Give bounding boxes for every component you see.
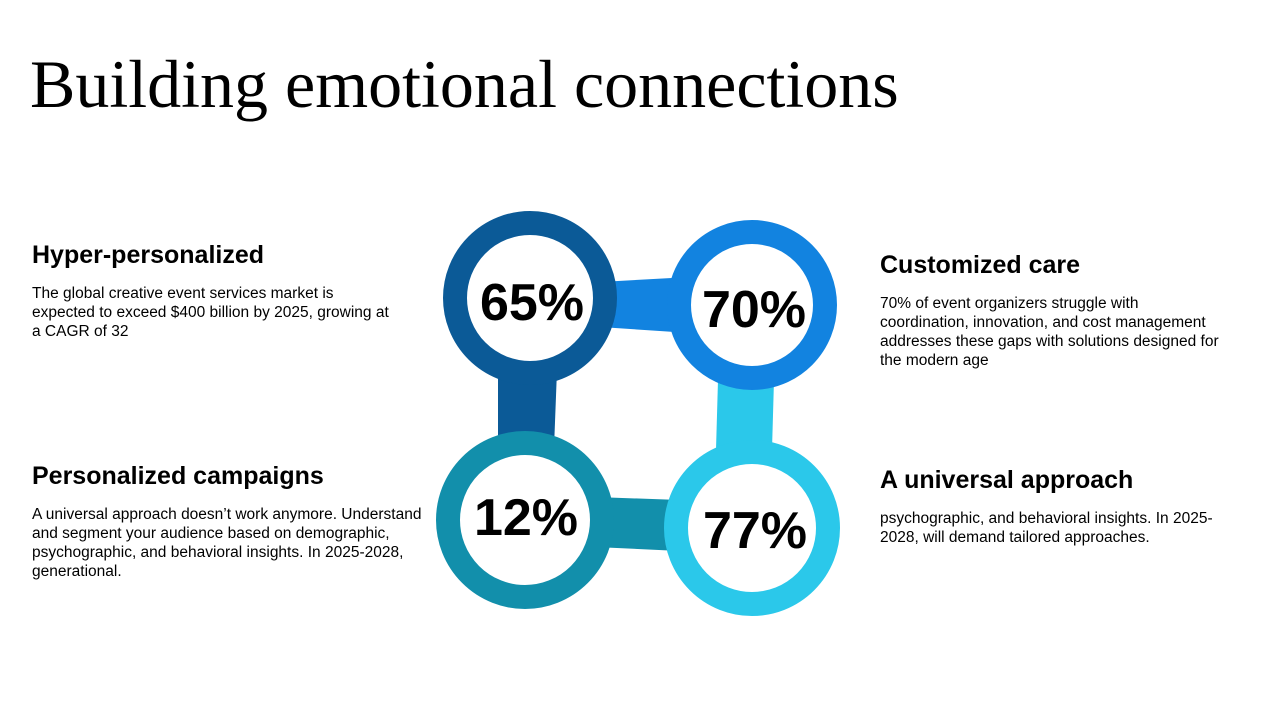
- block-personalized-campaigns: Personalized campaigns A universal appro…: [32, 461, 424, 581]
- stat-ring: [443, 211, 617, 385]
- block-heading: Customized care: [880, 251, 1081, 279]
- stat-value: 65%: [480, 274, 584, 332]
- block-text: psychographic, and behavioral insights. …: [880, 510, 1213, 546]
- stat-circle-12: 12%: [436, 431, 614, 609]
- connector-left: [498, 370, 557, 448]
- stat-circle-77: 77%: [664, 440, 840, 616]
- block-text: 70% of event organizers struggle with co…: [880, 295, 1219, 369]
- block-hyper-personalized: Hyper-personalized The global creative e…: [32, 240, 392, 341]
- block-heading: Hyper-personalized: [32, 241, 265, 269]
- connector-bottom: [595, 497, 680, 551]
- block-text: The global creative event services marke…: [32, 285, 389, 340]
- connector-top: [600, 277, 690, 333]
- connector-right: [716, 380, 774, 450]
- page-title: Building emotional connections: [30, 46, 899, 122]
- stat-value: 77%: [703, 502, 807, 560]
- block-customized-care: Customized care 70% of event organizers …: [880, 250, 1225, 370]
- block-heading: A universal approach: [880, 466, 1134, 494]
- block-heading: Personalized campaigns: [32, 462, 324, 490]
- stat-circle-70: 70%: [667, 220, 837, 390]
- stat-ring: [664, 440, 840, 616]
- stat-value: 12%: [474, 489, 578, 547]
- stat-value: 70%: [702, 281, 806, 339]
- block-universal-approach: A universal approach psychographic, and …: [880, 465, 1225, 547]
- block-text: A universal approach doesn’t work anymor…: [32, 506, 422, 580]
- stat-ring: [436, 431, 614, 609]
- stat-ring: [667, 220, 837, 390]
- stat-circle-65: 65%: [443, 211, 617, 385]
